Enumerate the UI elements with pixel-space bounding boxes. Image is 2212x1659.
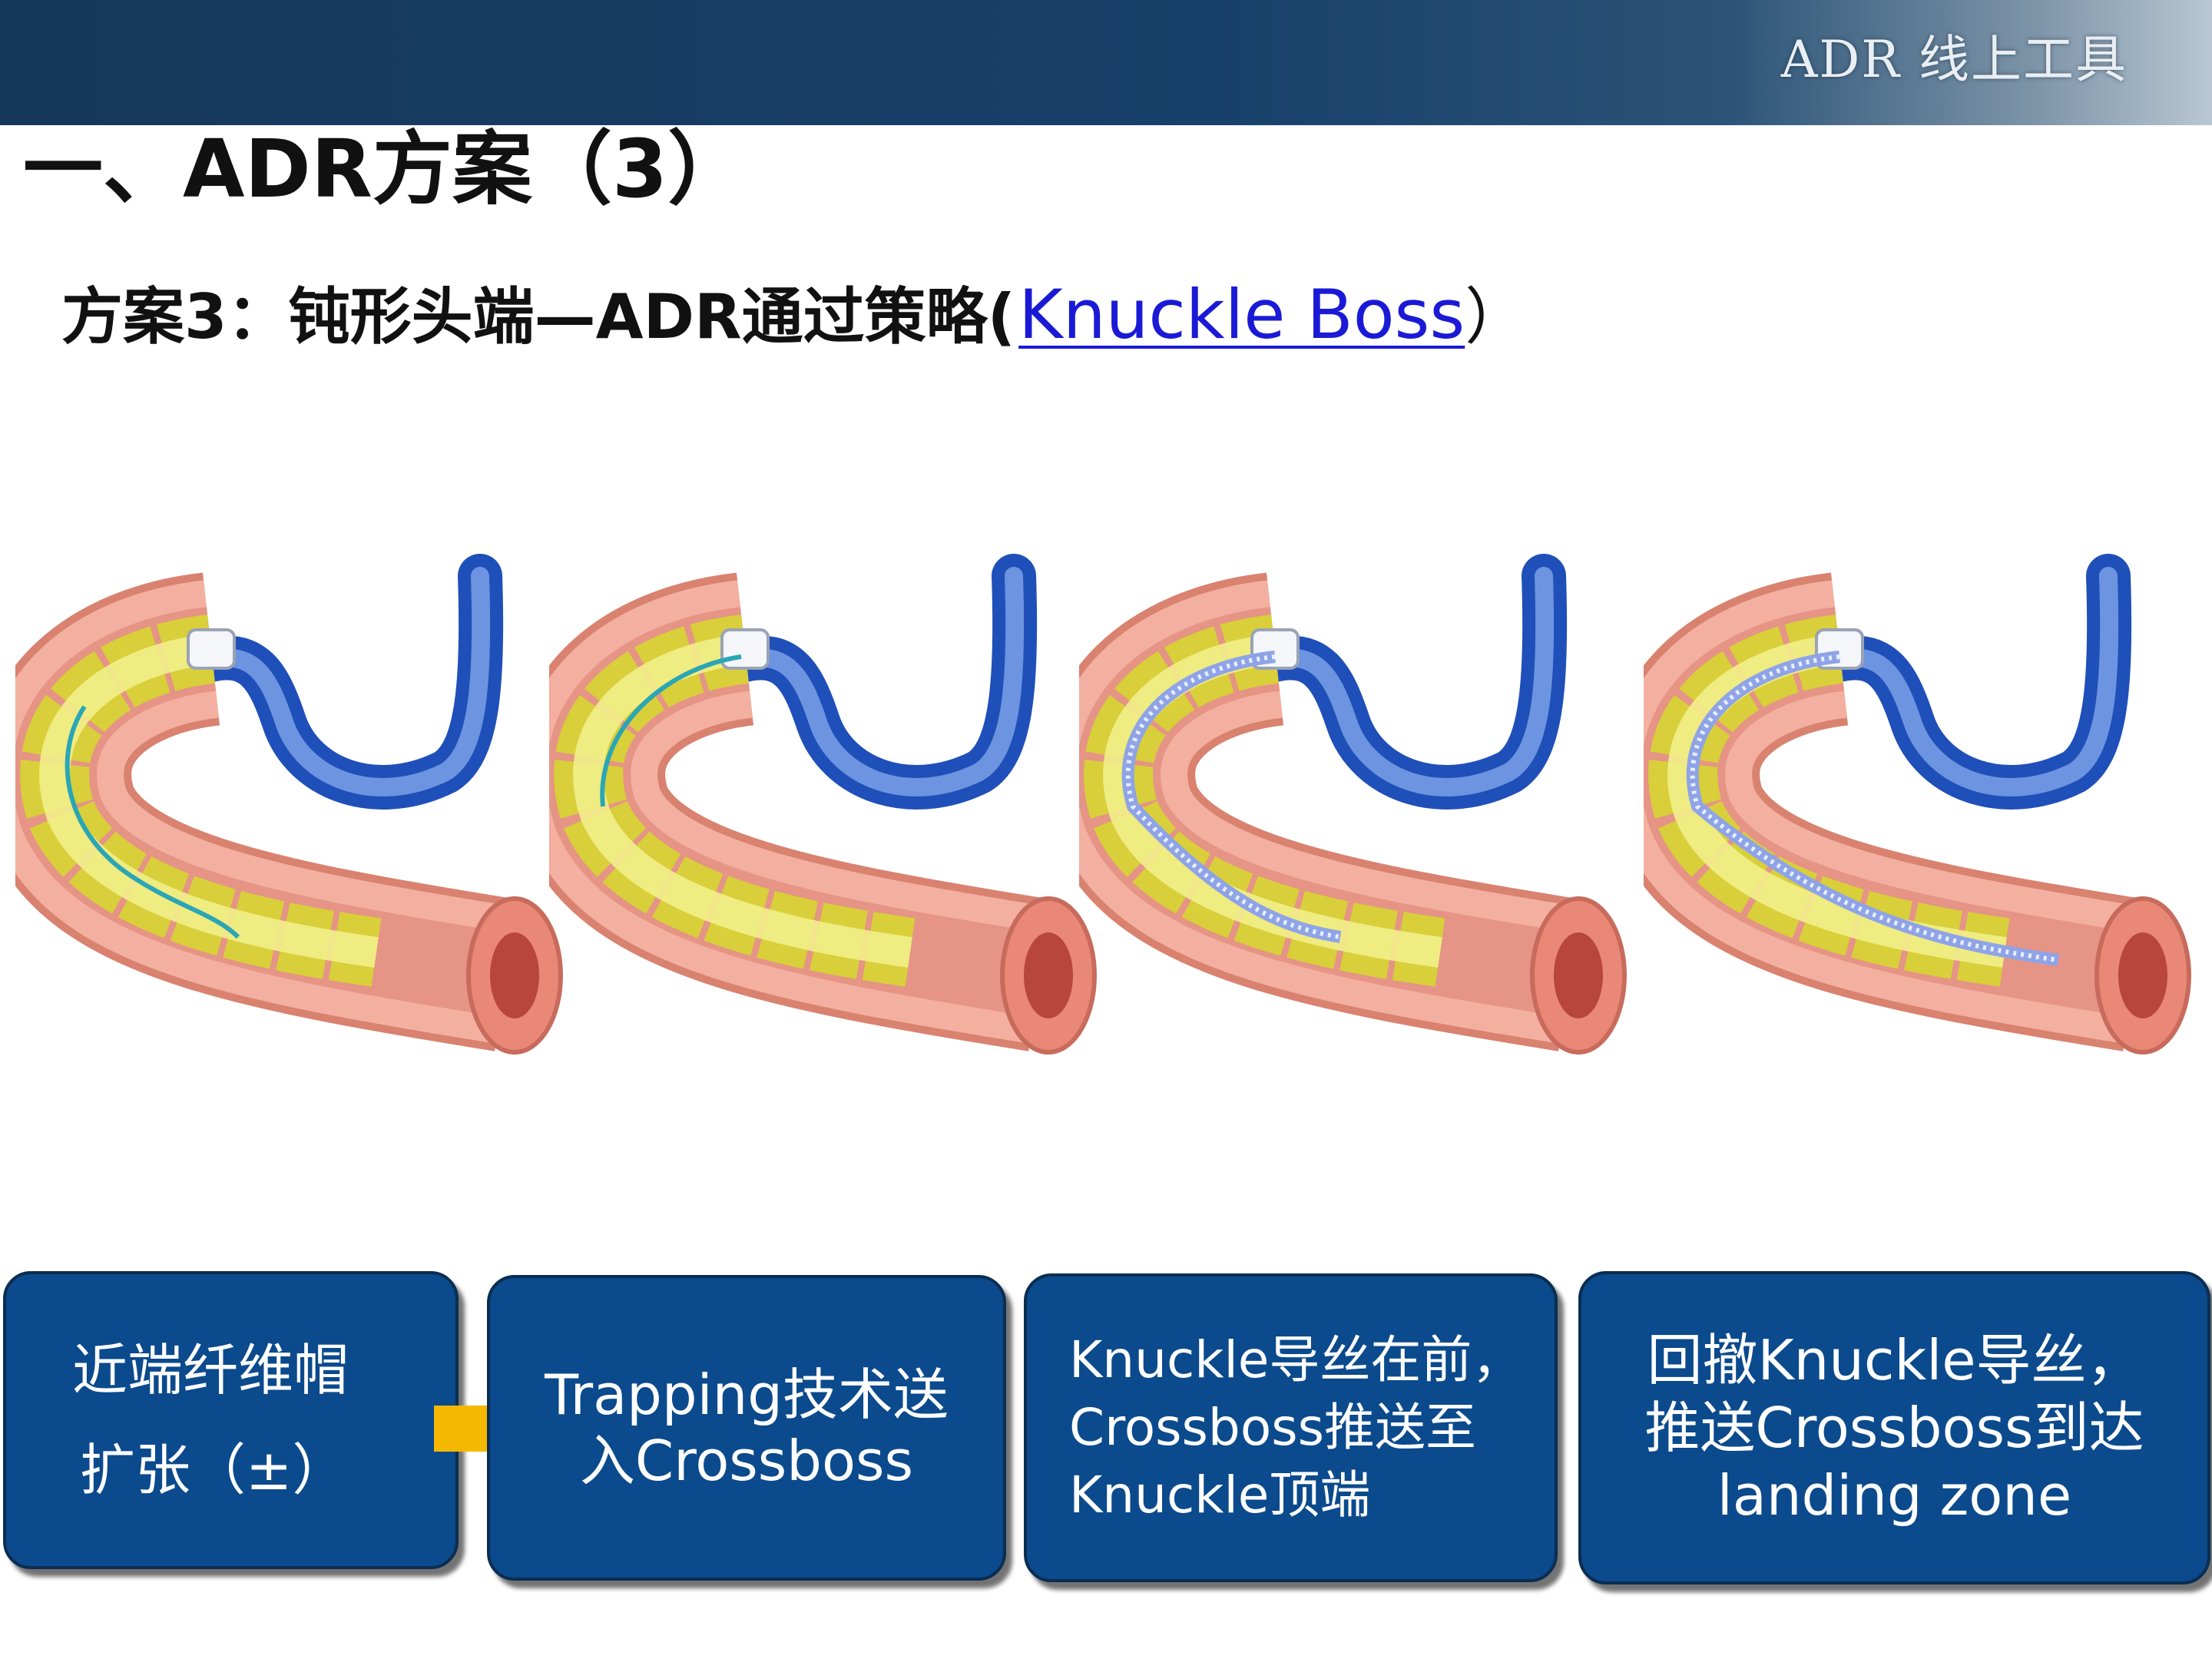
step-3-line-2: Crossboss推送至 — [1027, 1394, 1555, 1462]
artery-illustration-1 — [15, 476, 568, 1091]
step-3-line-1: Knuckle导丝在前， — [1027, 1326, 1555, 1394]
step-4-line-1: 回撤Knuckle导丝， — [1647, 1326, 2141, 1394]
guide-catheter-shape — [741, 576, 1015, 787]
header-tag: ADR 线上工具 — [1781, 22, 2128, 98]
page-title: 一、ADR方案（3） — [23, 115, 747, 223]
step-1-line-1: 近端纤维帽 — [6, 1320, 455, 1420]
step-box-2: Trapping技术送 入Crossboss — [487, 1275, 1006, 1581]
step-2-line-2: 入Crossboss — [580, 1428, 913, 1494]
step-box-3: Knuckle导丝在前， Crossboss推送至 Knuckle顶端 — [1024, 1273, 1558, 1582]
artery-illustration-2 — [549, 476, 1102, 1091]
connector-shape — [722, 630, 768, 668]
guide-catheter-shape — [1836, 576, 2109, 787]
step-1-line-2: 扩张（±） — [6, 1420, 455, 1520]
subtitle-prefix: 方案3：钝形头端—ADR通过策略( — [61, 281, 1015, 353]
artery-illustration-3 — [1079, 476, 1632, 1091]
vessel-lumen-dark — [1024, 932, 1073, 1018]
step-4-line-3: landing zone — [1717, 1462, 2071, 1529]
guide-catheter-shape — [1271, 576, 1545, 787]
vessel-lumen-dark — [1554, 932, 1603, 1018]
artery-drawing — [549, 476, 1102, 1091]
step-2-line-1: Trapping技术送 — [545, 1362, 949, 1428]
connector-shape — [188, 630, 234, 668]
vessel-lumen-dark — [2118, 932, 2167, 1018]
step-box-4: 回撤Knuckle导丝， 推送Crossboss到达 landing zone — [1578, 1271, 2210, 1584]
illustration-row — [0, 476, 2212, 1091]
subtitle-suffix: ） — [1465, 281, 1526, 353]
subtitle: 方案3：钝形头端—ADR通过策略(Knuckle Boss） — [61, 265, 1526, 365]
step-4-line-2: 推送Crossboss到达 — [1644, 1394, 2144, 1462]
knuckle-boss-link[interactable]: Knuckle Boss — [1018, 275, 1465, 354]
artery-illustration-4 — [1644, 476, 2197, 1091]
artery-drawing — [1644, 476, 2197, 1091]
artery-drawing — [15, 476, 568, 1091]
artery-drawing — [1079, 476, 1632, 1091]
guide-catheter-shape — [207, 576, 481, 787]
header-bar: ADR 线上工具 — [0, 0, 2212, 125]
step-3-line-3: Knuckle顶端 — [1027, 1462, 1555, 1529]
vessel-lumen-dark — [490, 932, 539, 1018]
step-box-1: 近端纤维帽 扩张（±） — [3, 1271, 459, 1569]
